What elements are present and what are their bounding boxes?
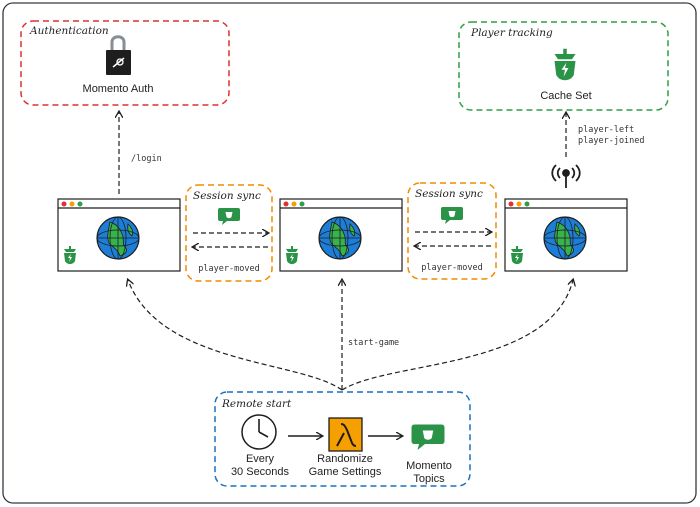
globe-icon [96,216,140,260]
timer-label-line1: Every [246,453,275,465]
auth-group-border [20,20,230,106]
session-sync-left-group: Session sync player-moved [185,184,273,282]
momento-auth-label: Momento Auth [83,83,154,95]
player-moved-label-right: player-moved [421,263,482,273]
cache-acorn-icon [554,48,576,81]
topics-bubble-icon [441,207,463,224]
browser-window-2 [279,198,403,272]
tracking-group-title: Player tracking [470,27,553,39]
session-sync-left-border [185,184,273,282]
player-left-label: player-left [578,125,634,135]
remote-start-border [214,391,471,487]
auth-group: Authentication Momento Auth [20,20,230,106]
arrow-start-game-left [128,280,343,391]
player-tracking-group: Player tracking Cache Set [458,21,669,111]
player-joined-label: player-joined [578,136,645,146]
clock-icon [241,414,277,450]
lock-icon [106,35,131,75]
remote-start-group: Remote start Every 30 Seconds Randomize … [214,391,471,487]
tracking-group-border [458,21,669,111]
topics-label-line1: Momento [406,460,452,472]
lambda-label-line1: Randomize [317,453,373,465]
session-sync-right-title: Session sync [415,188,483,200]
topics-bubble-icon [218,208,240,225]
globe-icon [318,216,362,260]
login-label: /login [131,154,162,164]
globe-icon [543,216,587,260]
auth-group-title: Authentication [29,25,109,37]
browser-window-1 [57,198,181,272]
session-sync-right-border [407,182,497,280]
antenna-icon [551,164,581,188]
momento-topics-icon [411,424,445,450]
session-sync-right-group: Session sync player-moved [407,182,497,280]
session-sync-left-title: Session sync [193,190,261,202]
topics-label-line2: Topics [413,473,445,485]
browser-window-3 [504,198,628,272]
timer-label-line2: 30 Seconds [231,466,290,478]
cache-set-label: Cache Set [540,90,591,102]
player-moved-label-left: player-moved [198,264,259,274]
start-game-label: start-game [348,338,399,348]
lambda-icon [328,417,363,452]
arrow-start-game-right [341,280,573,391]
lambda-label-line2: Game Settings [309,466,382,478]
remote-start-title: Remote start [221,398,292,410]
